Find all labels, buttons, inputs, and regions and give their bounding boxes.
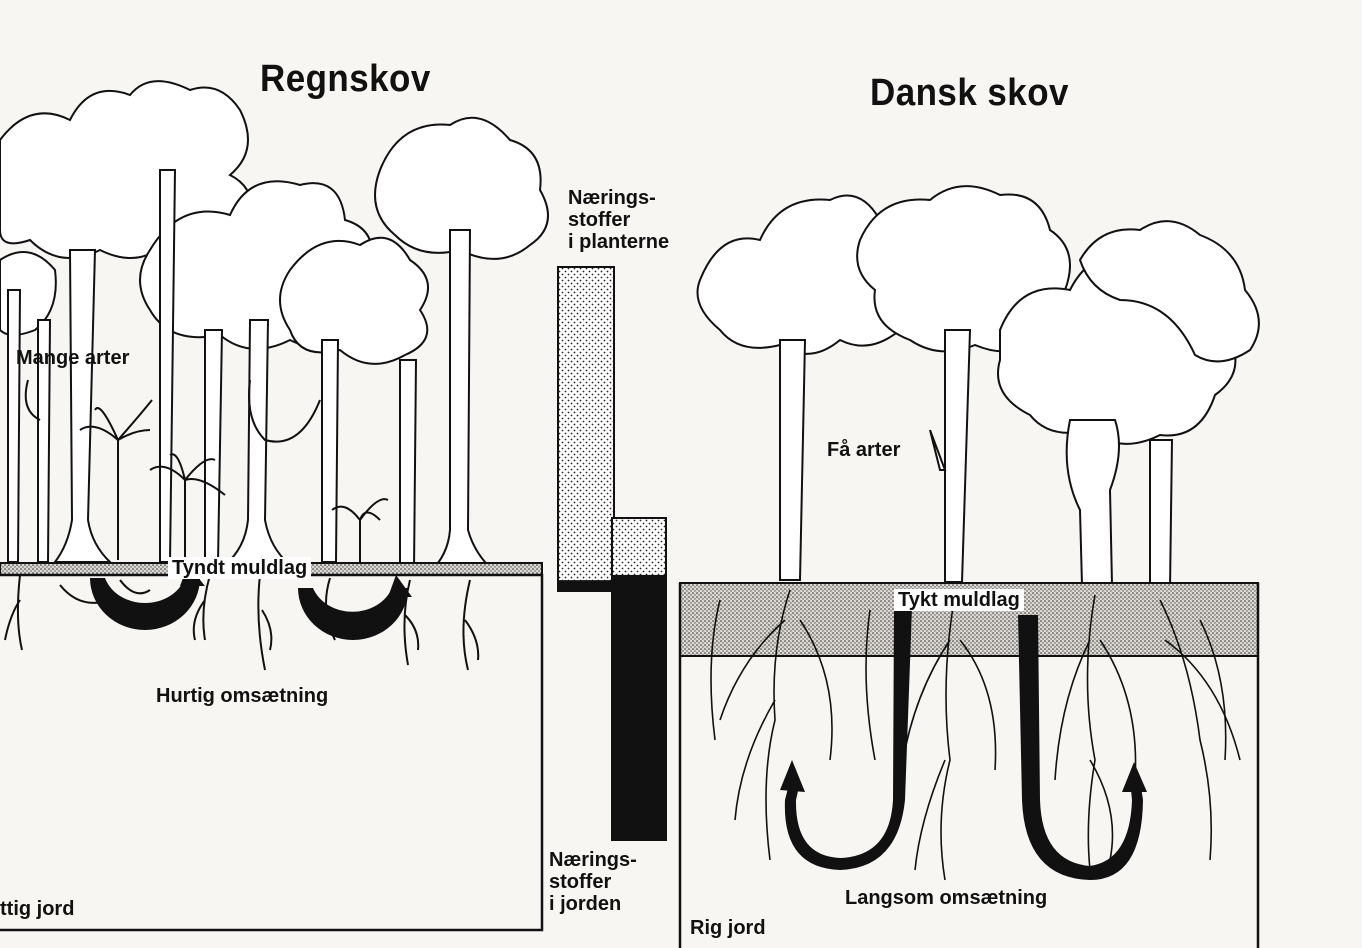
nutrients-in-soil-label: Nærings- stoffer i jorden — [549, 849, 637, 915]
danish-soil-share-bar — [611, 574, 667, 842]
danish-forest-title: Dansk skov — [870, 72, 1069, 114]
danish-plants-share-bar — [611, 517, 667, 577]
rainforest-palms — [24, 379, 389, 565]
danish-forest-panel — [678, 185, 1260, 948]
rainforest-canopy — [0, 80, 549, 365]
danish-species-label: Få arter — [827, 439, 901, 461]
danish-soil-label: Rig jord — [690, 917, 766, 939]
bar-rainforest — [557, 266, 615, 593]
nutrient-bars — [557, 266, 667, 842]
danish-soil-layer-label: Tykt muldlag — [894, 589, 1024, 611]
rainforest-soil-layer-label: Tyndt muldlag — [168, 557, 312, 579]
rainforest-species-label: Mange arter — [16, 347, 130, 369]
rainforest-title: Regnskov — [260, 58, 431, 100]
rainforest-cycle-label: Hurtig omsætning — [156, 685, 329, 707]
danish-nutrient-cycle-arrows — [780, 608, 1147, 880]
danish-cycle-label: Langsom omsætning — [845, 887, 1048, 909]
danish-canopy — [696, 185, 1260, 445]
rainforest-trunks — [7, 169, 498, 573]
rainforest-nutrient-cycle-arrows — [90, 565, 412, 640]
rainforest-soil-label: ttig jord — [0, 898, 75, 920]
bar-danish-forest — [611, 517, 667, 842]
danish-trunks — [779, 329, 1174, 589]
rainforest-panel — [0, 80, 549, 932]
nutrients-in-plants-label: Nærings- stoffer i planterne — [568, 187, 670, 253]
danish-roots — [710, 589, 1241, 881]
rainforest-plants-share-bar — [557, 266, 615, 583]
rainforest-soil-share-bar — [557, 580, 615, 593]
